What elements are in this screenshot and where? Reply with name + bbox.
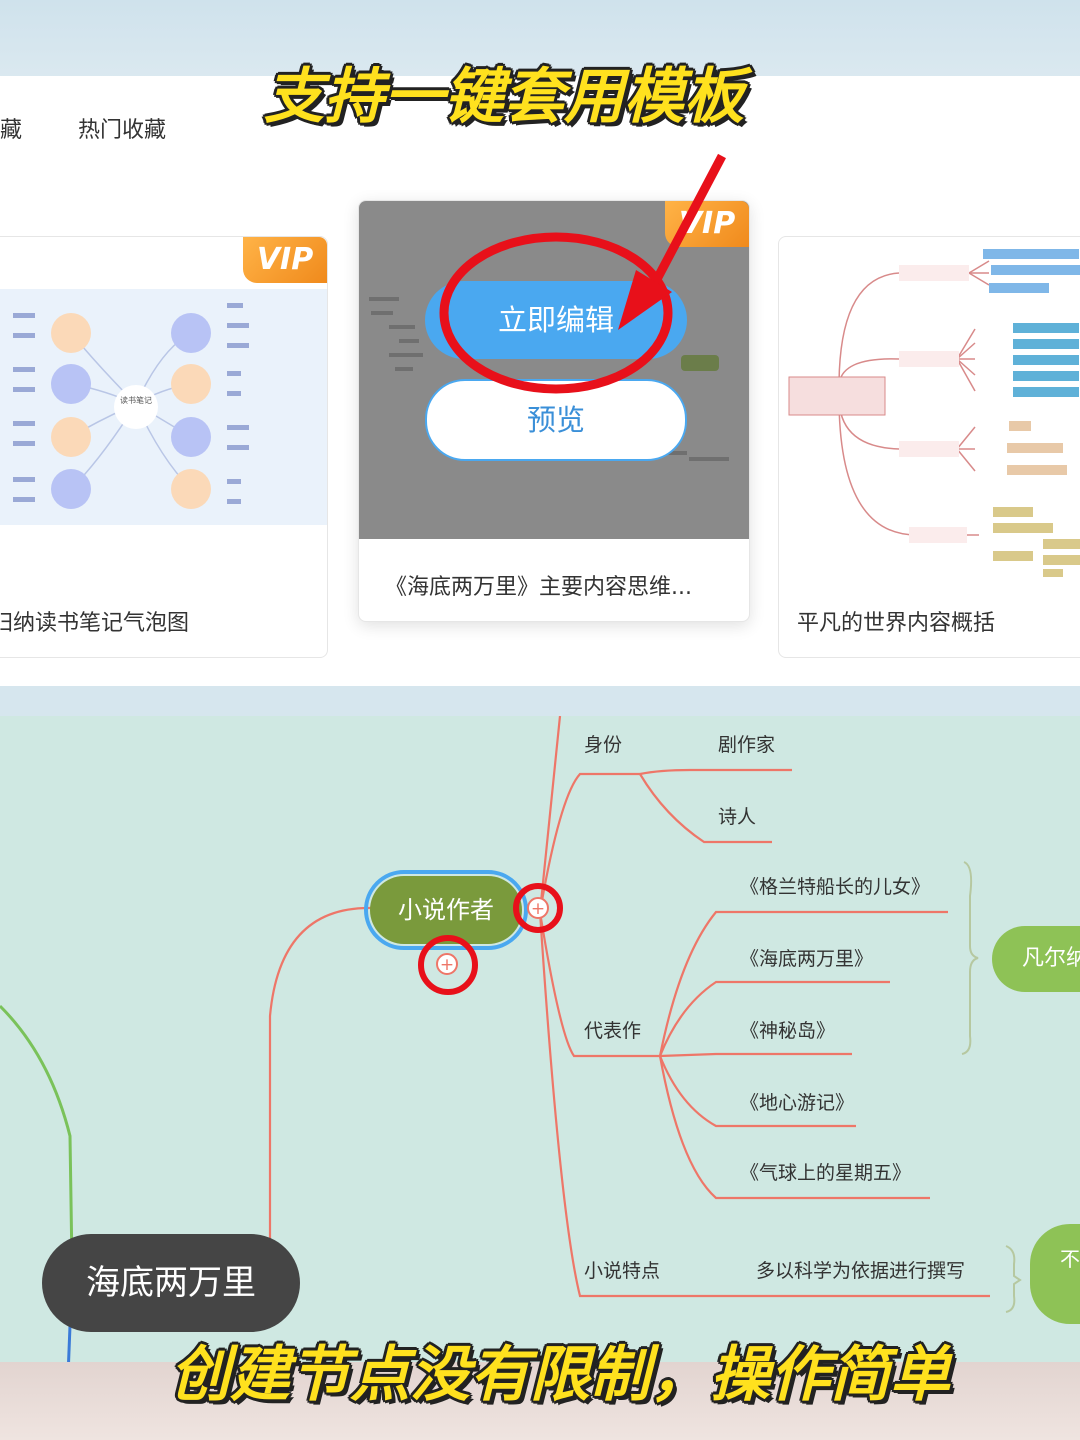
root-node[interactable]: 海底两万里 [42,1234,300,1332]
mindmap-canvas[interactable]: 小说作者 + + 身份 剧作家 诗人 代表作 《格兰特船长的儿女》 《海底两万里… [0,716,1080,1376]
summary-node[interactable]: 凡尔纳 [992,926,1080,992]
mindmap-thumbnail [788,249,1080,577]
card-thumbnail: 读书笔记 [0,289,327,525]
background-top [0,0,1080,80]
card-thumbnail-overlay [359,201,749,539]
work-item[interactable]: 《气球上的星期五》 [740,1162,912,1184]
preview-button[interactable]: 预览 [425,379,687,461]
vip-badge: VIP [243,237,327,283]
mindmap-thumbnail [369,297,729,461]
group-brace [1005,1245,1022,1313]
add-node-below-button[interactable]: + [436,953,458,975]
summary-node[interactable]: 不成 [1030,1224,1080,1324]
bubble-map-thumbnail [13,303,249,509]
author-node[interactable]: 小说作者 [370,876,522,944]
headline-bottom: 创建节点没有限制，操作简单 [170,1340,950,1410]
card-title[interactable]: 平凡的世界内容概括 [797,611,996,636]
thumbnail-center-label: 读书笔记 [120,396,152,405]
template-card-middle[interactable]: VIP 立即编辑 预览 《海底两万里》主要内容思维... [358,200,750,622]
headline-top: 支持一键套用模板 [264,62,744,132]
work-item[interactable]: 《神秘岛》 [740,1020,836,1042]
tab-favorites-partial[interactable]: 藏 [0,118,23,143]
add-node-highlight [513,883,563,933]
add-node-right-button[interactable]: + [527,897,549,919]
work-item[interactable]: 《海底两万里》 [740,948,874,970]
identity-item[interactable]: 诗人 [718,806,757,828]
card-title[interactable]: 《海底两万里》主要内容思维... [385,575,692,600]
background-bottom [0,1362,1080,1440]
add-node-highlight [418,935,478,995]
identity-item[interactable]: 剧作家 [718,734,776,756]
template-card-right[interactable]: 平凡的世界内容概括 [778,236,1080,658]
tab-hot-favorites[interactable]: 热门收藏 [78,118,167,143]
identity-node[interactable]: 身份 [584,734,623,756]
edit-now-button[interactable]: 立即编辑 [425,281,687,359]
group-brace [961,861,979,1055]
work-item[interactable]: 《格兰特船长的儿女》 [740,876,931,898]
features-node[interactable]: 小说特点 [584,1260,661,1282]
vip-badge: VIP [665,201,749,247]
template-card-left[interactable]: 读书笔记 VIP 归纳读书笔记气泡图 [0,236,328,658]
work-item[interactable]: 《地心游记》 [740,1092,855,1114]
works-node[interactable]: 代表作 [584,1020,642,1042]
card-title[interactable]: 归纳读书笔记气泡图 [0,611,190,636]
feature-item[interactable]: 多以科学为依据进行撰写 [756,1260,966,1282]
